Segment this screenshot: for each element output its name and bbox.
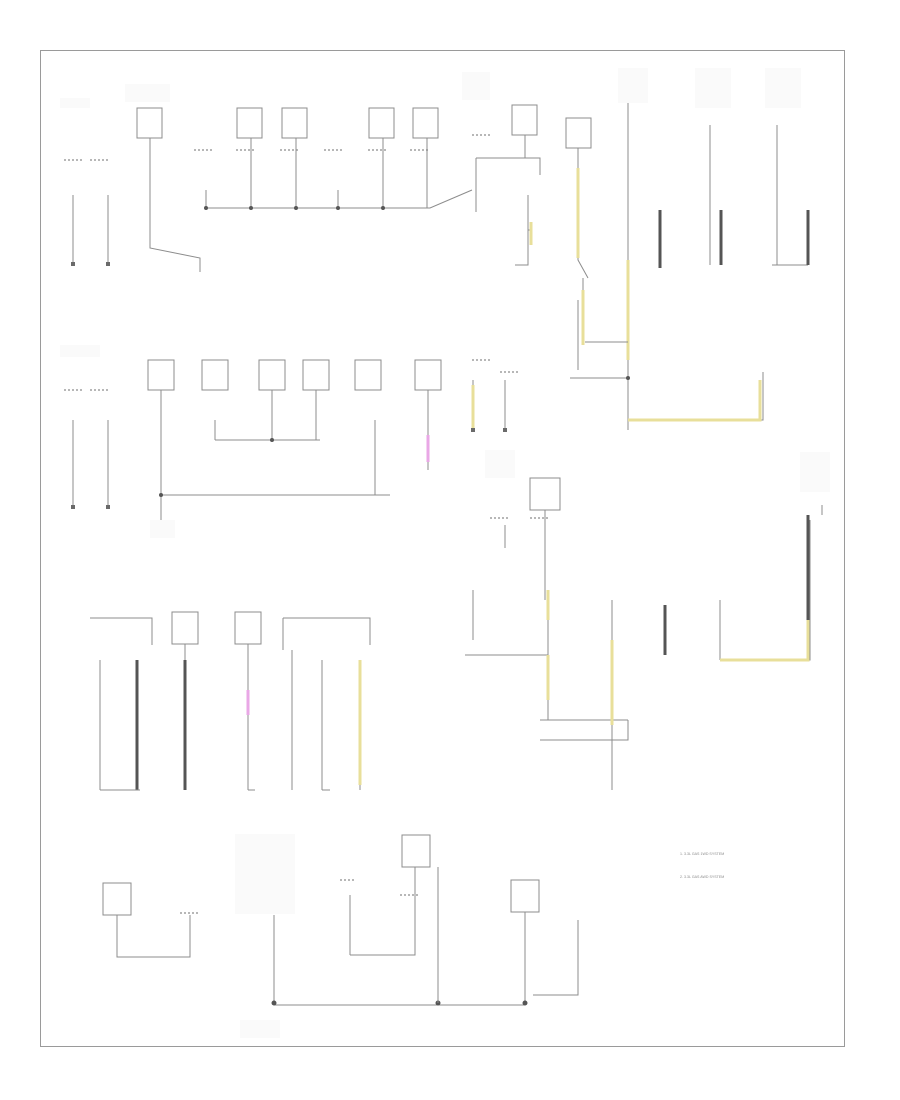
- component-box: [136, 107, 163, 139]
- component-box: [147, 359, 175, 391]
- component-box: [511, 104, 538, 136]
- component-box: [258, 359, 286, 391]
- component-box: [529, 477, 561, 511]
- diagram-frame: [40, 50, 845, 1047]
- faint-labels: [60, 68, 830, 1038]
- section-lower-left: [90, 611, 371, 791]
- section-top: [64, 72, 810, 379]
- component-box: [171, 611, 199, 645]
- component-box: [401, 834, 431, 868]
- component-box: [368, 107, 395, 139]
- component-box: [236, 107, 263, 139]
- component-box: [565, 117, 592, 149]
- legend: 1. 3.3L GAS 1WD SYSTEM 2. 3.3L GAS AWD S…: [680, 852, 724, 879]
- section-middle: [64, 359, 764, 520]
- component-box: [510, 879, 540, 913]
- legend-item-1: 1. 3.3L GAS 1WD SYSTEM: [680, 852, 724, 856]
- component-box: [234, 611, 262, 645]
- component-box: [102, 882, 132, 916]
- component-box: [354, 359, 382, 391]
- legend-item-2: 2. 3.3L GAS AWD SYSTEM: [680, 875, 724, 879]
- component-box: [201, 359, 229, 391]
- component-box: [412, 107, 439, 139]
- component-box: [414, 359, 442, 391]
- component-box: [302, 359, 330, 391]
- component-box: [281, 107, 308, 139]
- section-bottom: [102, 834, 579, 1006]
- section-center-right: [465, 477, 823, 790]
